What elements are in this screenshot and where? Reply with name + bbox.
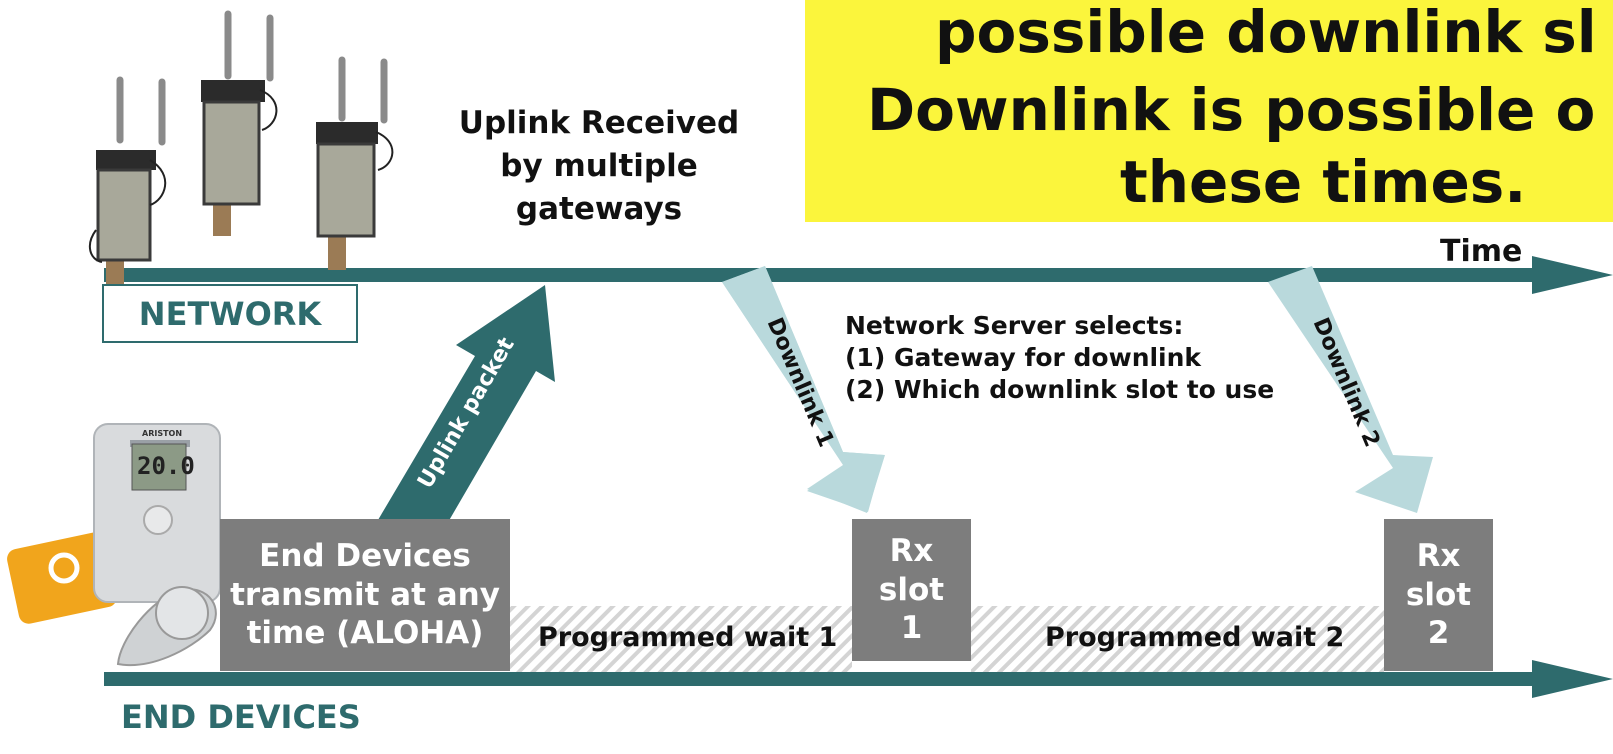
network-label: NETWORK <box>102 284 358 343</box>
uplink-received-line: Uplink Received <box>458 105 740 141</box>
rx-slot-1: Rx slot 1 <box>852 519 971 661</box>
downlink-arrow-1 <box>722 266 885 513</box>
wait-band-1 <box>510 606 852 672</box>
thermostat-display-value: 20.0 <box>137 452 195 480</box>
banner-line-2: Downlink is possible o <box>867 76 1596 144</box>
downlink-arrow-2 <box>1268 266 1433 513</box>
gateway-icon <box>316 56 394 270</box>
end-devices-box-line: transmit at any <box>230 576 500 613</box>
uplink-arrow <box>378 285 555 536</box>
yellow-tag-device-icon <box>7 532 117 624</box>
network-server-note-item: (1) Gateway for downlink <box>845 343 1202 372</box>
wait-band-2 <box>971 606 1384 672</box>
rx-slot-2: Rx slot 2 <box>1384 519 1493 671</box>
time-label: Time <box>1440 234 1523 269</box>
end-devices-box-line: End Devices <box>259 537 471 574</box>
end-devices-transmit-box: End Devices transmit at any time (ALOHA) <box>220 519 510 671</box>
network-server-note-title: Network Server selects: <box>845 311 1184 340</box>
rx-slot-2-line: slot <box>1405 576 1472 613</box>
rx-slot-1-line: 1 <box>900 610 923 647</box>
end-devices-timeline <box>104 660 1613 698</box>
banner-line-1: possible downlink sl <box>935 0 1597 66</box>
round-sensor-device-icon <box>116 586 217 667</box>
thermostat-device-icon <box>93 423 221 603</box>
uplink-received-text: Uplink Received by multiple gateways <box>440 102 758 231</box>
gateway-icon <box>88 76 167 300</box>
thermostat-brand: ARISTON <box>142 429 183 438</box>
end-devices-box-line: time (ALOHA) <box>246 615 484 652</box>
uplink-received-line: gateways <box>515 191 683 227</box>
end-devices-label: END DEVICES <box>121 698 361 736</box>
network-timeline <box>104 256 1613 294</box>
rx-slot-1-line: Rx <box>889 532 934 569</box>
rx-slot-1-line: slot <box>878 571 945 608</box>
rx-slot-2-line: 2 <box>1427 615 1450 652</box>
programmed-wait-1: Programmed wait 1 <box>538 622 838 653</box>
gateway-icon <box>201 10 278 236</box>
network-server-note: Network Server selects: (1) Gateway for … <box>845 310 1274 406</box>
network-server-note-item: (2) Which downlink slot to use <box>845 375 1275 404</box>
banner-line-3: these times. <box>1120 148 1527 216</box>
uplink-received-line: by multiple <box>500 148 698 184</box>
rx-slot-2-line: Rx <box>1416 537 1461 574</box>
programmed-wait-2: Programmed wait 2 <box>1045 622 1345 653</box>
downlink-note-banner: possible downlink sl Downlink is possibl… <box>805 0 1613 222</box>
